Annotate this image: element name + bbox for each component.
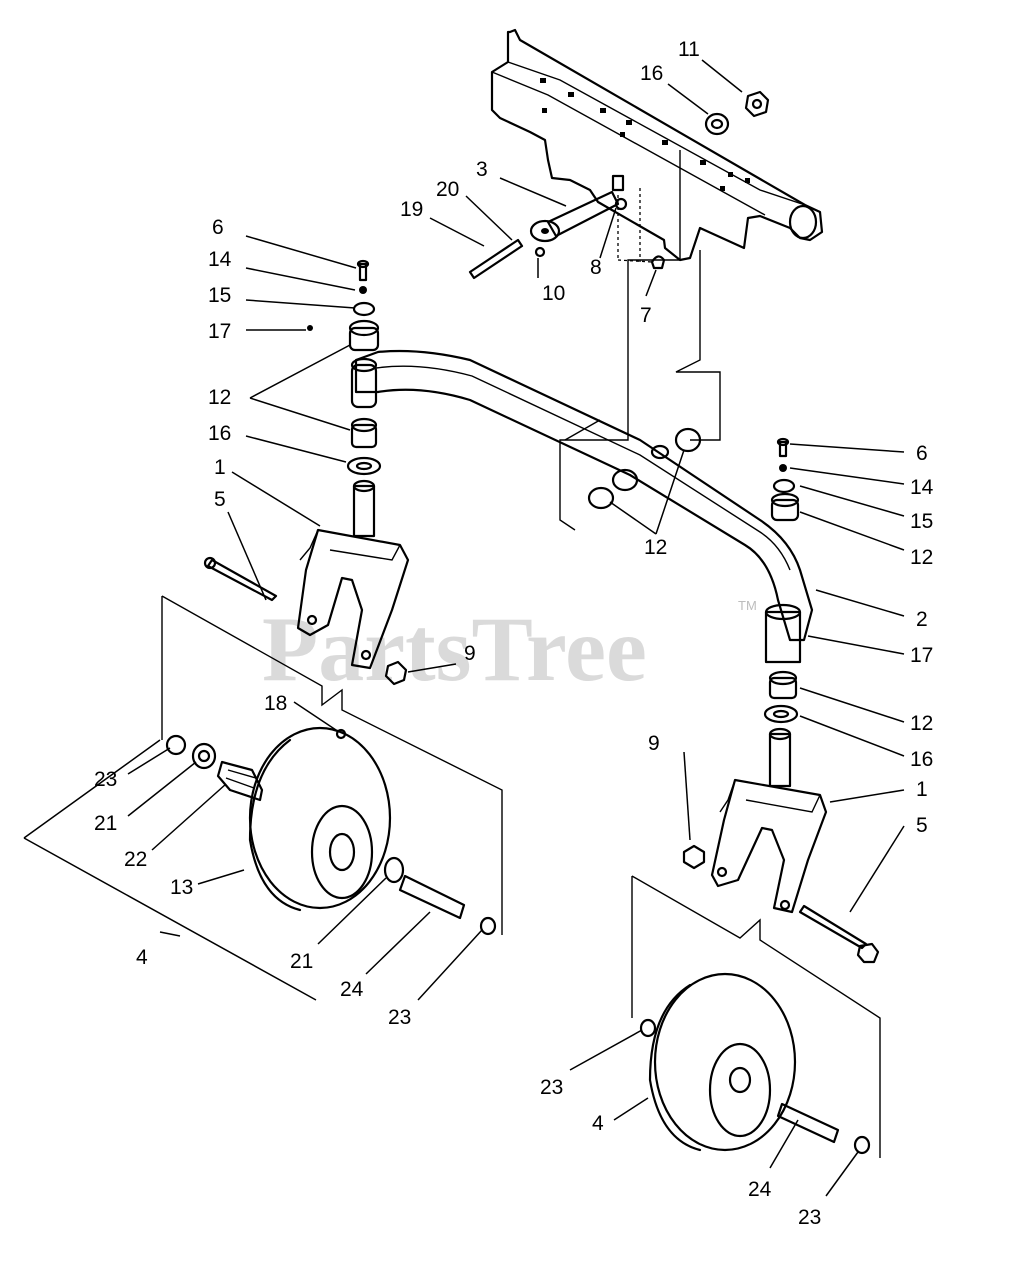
callout-5-right: 5	[916, 814, 928, 837]
watermark-trademark: TM	[738, 598, 757, 613]
callout-3: 3	[476, 158, 488, 181]
callout-8: 8	[590, 256, 602, 279]
callout-12-left: 12	[208, 386, 231, 409]
left-wheel-assembly-box	[161, 595, 503, 935]
front-axle	[350, 349, 814, 664]
callout-16-top: 16	[640, 62, 663, 85]
callout-16-left: 16	[208, 422, 231, 445]
callout-2: 2	[916, 608, 928, 631]
callout-11: 11	[678, 38, 700, 61]
callout-23-d: 23	[798, 1206, 821, 1229]
callout-23-a: 23	[94, 768, 117, 791]
callout-10: 10	[542, 282, 565, 305]
callout-17-right: 17	[910, 644, 933, 667]
callout-1-left: 1	[214, 456, 226, 479]
callout-14-left: 14	[208, 248, 232, 271]
callout-17-left: 17	[208, 320, 231, 343]
right-wheel-assembly-box	[631, 875, 881, 1158]
callout-5-left: 5	[214, 488, 226, 511]
right-wheel	[639, 972, 871, 1155]
left-kingpin-stack	[307, 259, 382, 476]
callout-21-b: 21	[290, 950, 313, 973]
callout-18: 18	[264, 692, 287, 715]
frame-connector-line-2	[675, 250, 721, 441]
right-spindle-fork	[682, 727, 880, 964]
callout-22: 22	[124, 848, 147, 871]
callout-1-right: 1	[916, 778, 928, 801]
callout-24-right: 24	[748, 1178, 772, 1201]
watermark: PartsTree	[262, 598, 647, 700]
callout-labels: 11 16 3 20 19 8 10 7 6 14 15 17 12 16 1 …	[94, 38, 934, 1229]
callout-6-right: 6	[916, 442, 928, 465]
callout-12-middle: 12	[644, 536, 667, 559]
callout-24-left: 24	[340, 978, 364, 1001]
callout-9-right: 9	[648, 732, 660, 755]
left-spindle-fork	[203, 479, 410, 686]
leader-lines	[23, 59, 905, 1197]
callout-23-b: 23	[388, 1006, 411, 1029]
callout-6-left: 6	[212, 216, 224, 239]
right-kingpin-stack	[763, 437, 800, 724]
callout-4-right: 4	[592, 1112, 604, 1135]
callout-7: 7	[640, 304, 652, 327]
left-wheel	[165, 726, 497, 936]
callout-13: 13	[170, 876, 193, 899]
callout-20: 20	[436, 178, 459, 201]
callout-12-right: 12	[910, 546, 933, 569]
pivot-pin-assembly	[468, 174, 666, 280]
callout-15-left: 15	[208, 284, 231, 307]
callout-12-lower-right: 12	[910, 712, 933, 735]
callout-4-left: 4	[136, 946, 148, 969]
callout-21-a: 21	[94, 812, 117, 835]
axle-bushings	[587, 427, 702, 510]
callout-15-right: 15	[910, 510, 933, 533]
callout-16-right: 16	[910, 748, 933, 771]
callout-9-left: 9	[464, 642, 476, 665]
callout-19: 19	[400, 198, 423, 221]
nut-and-washer-top	[704, 90, 770, 136]
frame-connector-line	[559, 150, 681, 531]
callout-14-right: 14	[910, 476, 934, 499]
frame-rail	[490, 28, 824, 262]
callout-23-c: 23	[540, 1076, 563, 1099]
